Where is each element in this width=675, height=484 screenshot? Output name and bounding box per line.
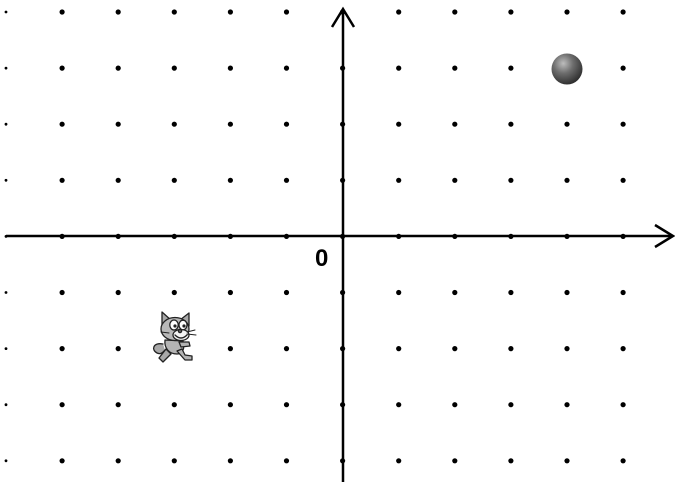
grid-dot [5, 291, 8, 294]
grid-dot [228, 9, 233, 14]
grid-dot [508, 9, 513, 14]
grid-dot [452, 346, 457, 351]
grid-dot [5, 179, 8, 182]
grid-dot [60, 9, 65, 14]
origin-label: 0 [315, 245, 328, 272]
grid-dot [60, 402, 65, 407]
grid-dot [228, 346, 233, 351]
grid-dot [396, 290, 401, 295]
grid-dot [5, 123, 8, 126]
grid-dot [284, 9, 289, 14]
grid-dot [452, 290, 457, 295]
grid-dot [60, 458, 65, 463]
grid-dot [228, 122, 233, 127]
grid-dot [60, 66, 65, 71]
grid-dot [116, 346, 121, 351]
grid-dot [116, 122, 121, 127]
grid-dot [284, 290, 289, 295]
grid-dot [172, 402, 177, 407]
grid-dot [116, 402, 121, 407]
grid-dot [5, 347, 8, 350]
grid-dot [228, 290, 233, 295]
grid-dot [621, 458, 626, 463]
grid-dot [284, 66, 289, 71]
grid-dot [172, 9, 177, 14]
grid-dot [60, 178, 65, 183]
grid-dot [5, 403, 8, 406]
grid-dot [284, 458, 289, 463]
grid-dot [60, 346, 65, 351]
scratch-cat-icon [154, 312, 196, 362]
y-axis [332, 9, 354, 482]
grid-dot [396, 9, 401, 14]
grid-dot [5, 459, 8, 462]
grid-dot [172, 290, 177, 295]
grid-dot [116, 9, 121, 14]
grid-dot [452, 178, 457, 183]
grid-dot [60, 122, 65, 127]
gray-ball-icon [552, 54, 583, 85]
grid-dot [172, 66, 177, 71]
cat-sprite[interactable] [154, 312, 196, 362]
grid-dot [116, 66, 121, 71]
grid-dot [228, 458, 233, 463]
grid-dot [621, 178, 626, 183]
grid-dot [396, 66, 401, 71]
grid-dot [621, 122, 626, 127]
grid-dot [621, 290, 626, 295]
grid-dot [284, 122, 289, 127]
grid-dot [116, 290, 121, 295]
grid-dot [284, 402, 289, 407]
grid-dot [396, 402, 401, 407]
grid-dot [621, 346, 626, 351]
grid-dot [284, 178, 289, 183]
grid-dot [452, 122, 457, 127]
grid-dot [452, 9, 457, 14]
grid-dot [564, 458, 569, 463]
grid-dot [564, 178, 569, 183]
grid-dot [508, 402, 513, 407]
grid-dot [564, 290, 569, 295]
grid-dot [564, 402, 569, 407]
grid-dot [172, 458, 177, 463]
x-axis [6, 225, 673, 247]
grid-dot [564, 122, 569, 127]
grid-dot [621, 9, 626, 14]
grid-dot [508, 458, 513, 463]
grid-dot [396, 178, 401, 183]
grid-dot [508, 290, 513, 295]
ball-sprite[interactable] [552, 54, 583, 85]
grid-dot [116, 458, 121, 463]
grid-dot [452, 402, 457, 407]
grid-dot [396, 346, 401, 351]
grid-dot [564, 9, 569, 14]
grid-dot [172, 178, 177, 183]
grid-dot [508, 178, 513, 183]
grid-dot [116, 178, 121, 183]
grid-dot [564, 346, 569, 351]
grid-dot [284, 346, 289, 351]
grid-dot [396, 122, 401, 127]
grid-dot [60, 290, 65, 295]
grid-dot [621, 66, 626, 71]
grid-dot [172, 122, 177, 127]
grid-dot [452, 458, 457, 463]
grid-dot [508, 122, 513, 127]
grid-dot [621, 402, 626, 407]
grid-dot [508, 66, 513, 71]
grid-dot [5, 67, 8, 70]
grid-dot [5, 11, 8, 14]
grid-dot [508, 346, 513, 351]
grid-dot [228, 402, 233, 407]
grid-dot [228, 178, 233, 183]
grid-dot [228, 66, 233, 71]
grid-dot [452, 66, 457, 71]
grid-dot [396, 458, 401, 463]
